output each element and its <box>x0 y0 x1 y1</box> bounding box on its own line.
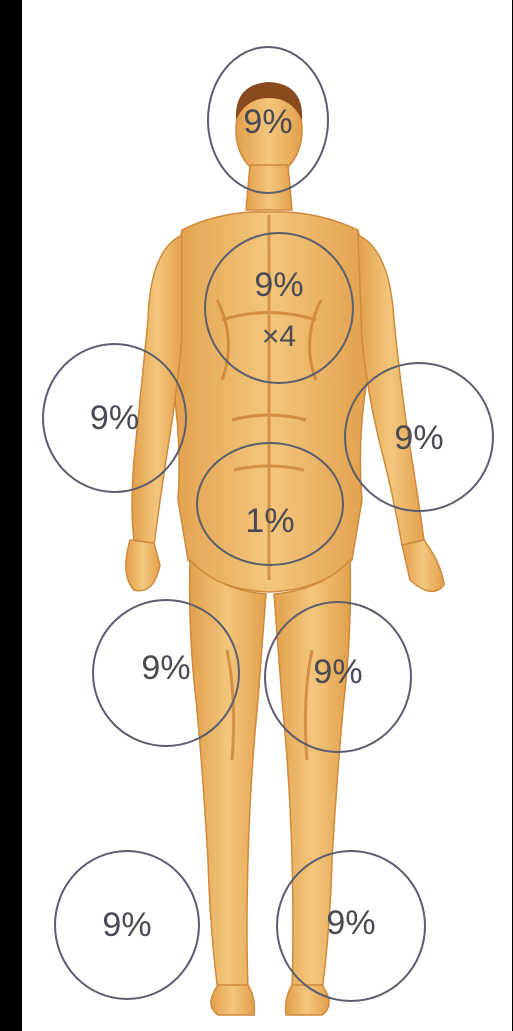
zone-chest: 9% ×4 <box>204 232 354 384</box>
zone-left-arm-label: 9% <box>346 421 492 455</box>
zone-groin: 1% <box>196 442 344 566</box>
zone-right-lower-leg: 9% <box>54 850 200 1000</box>
zone-left-lower-leg: 9% <box>276 850 426 1002</box>
diagram-frame: 9% 9% ×4 9% 9% 1% 9% 9% 9% 9% <box>22 0 512 1031</box>
zone-head: 9% <box>207 46 329 194</box>
zone-head-label: 9% <box>209 105 327 139</box>
zone-right-lower-leg-label: 9% <box>56 908 198 942</box>
zone-chest-multiplier: ×4 <box>206 322 352 352</box>
zone-right-thigh: 9% <box>92 599 240 747</box>
zone-right-arm: 9% <box>42 343 187 493</box>
zone-right-thigh-label: 9% <box>94 651 238 685</box>
zone-right-arm-label: 9% <box>44 401 185 435</box>
zone-left-arm: 9% <box>344 362 494 512</box>
zone-left-lower-leg-label: 9% <box>278 906 424 940</box>
zone-chest-label: 9% <box>206 268 352 302</box>
zone-left-thigh-label: 9% <box>266 655 410 689</box>
zone-groin-label: 1% <box>198 504 342 538</box>
zone-left-thigh: 9% <box>264 601 412 753</box>
